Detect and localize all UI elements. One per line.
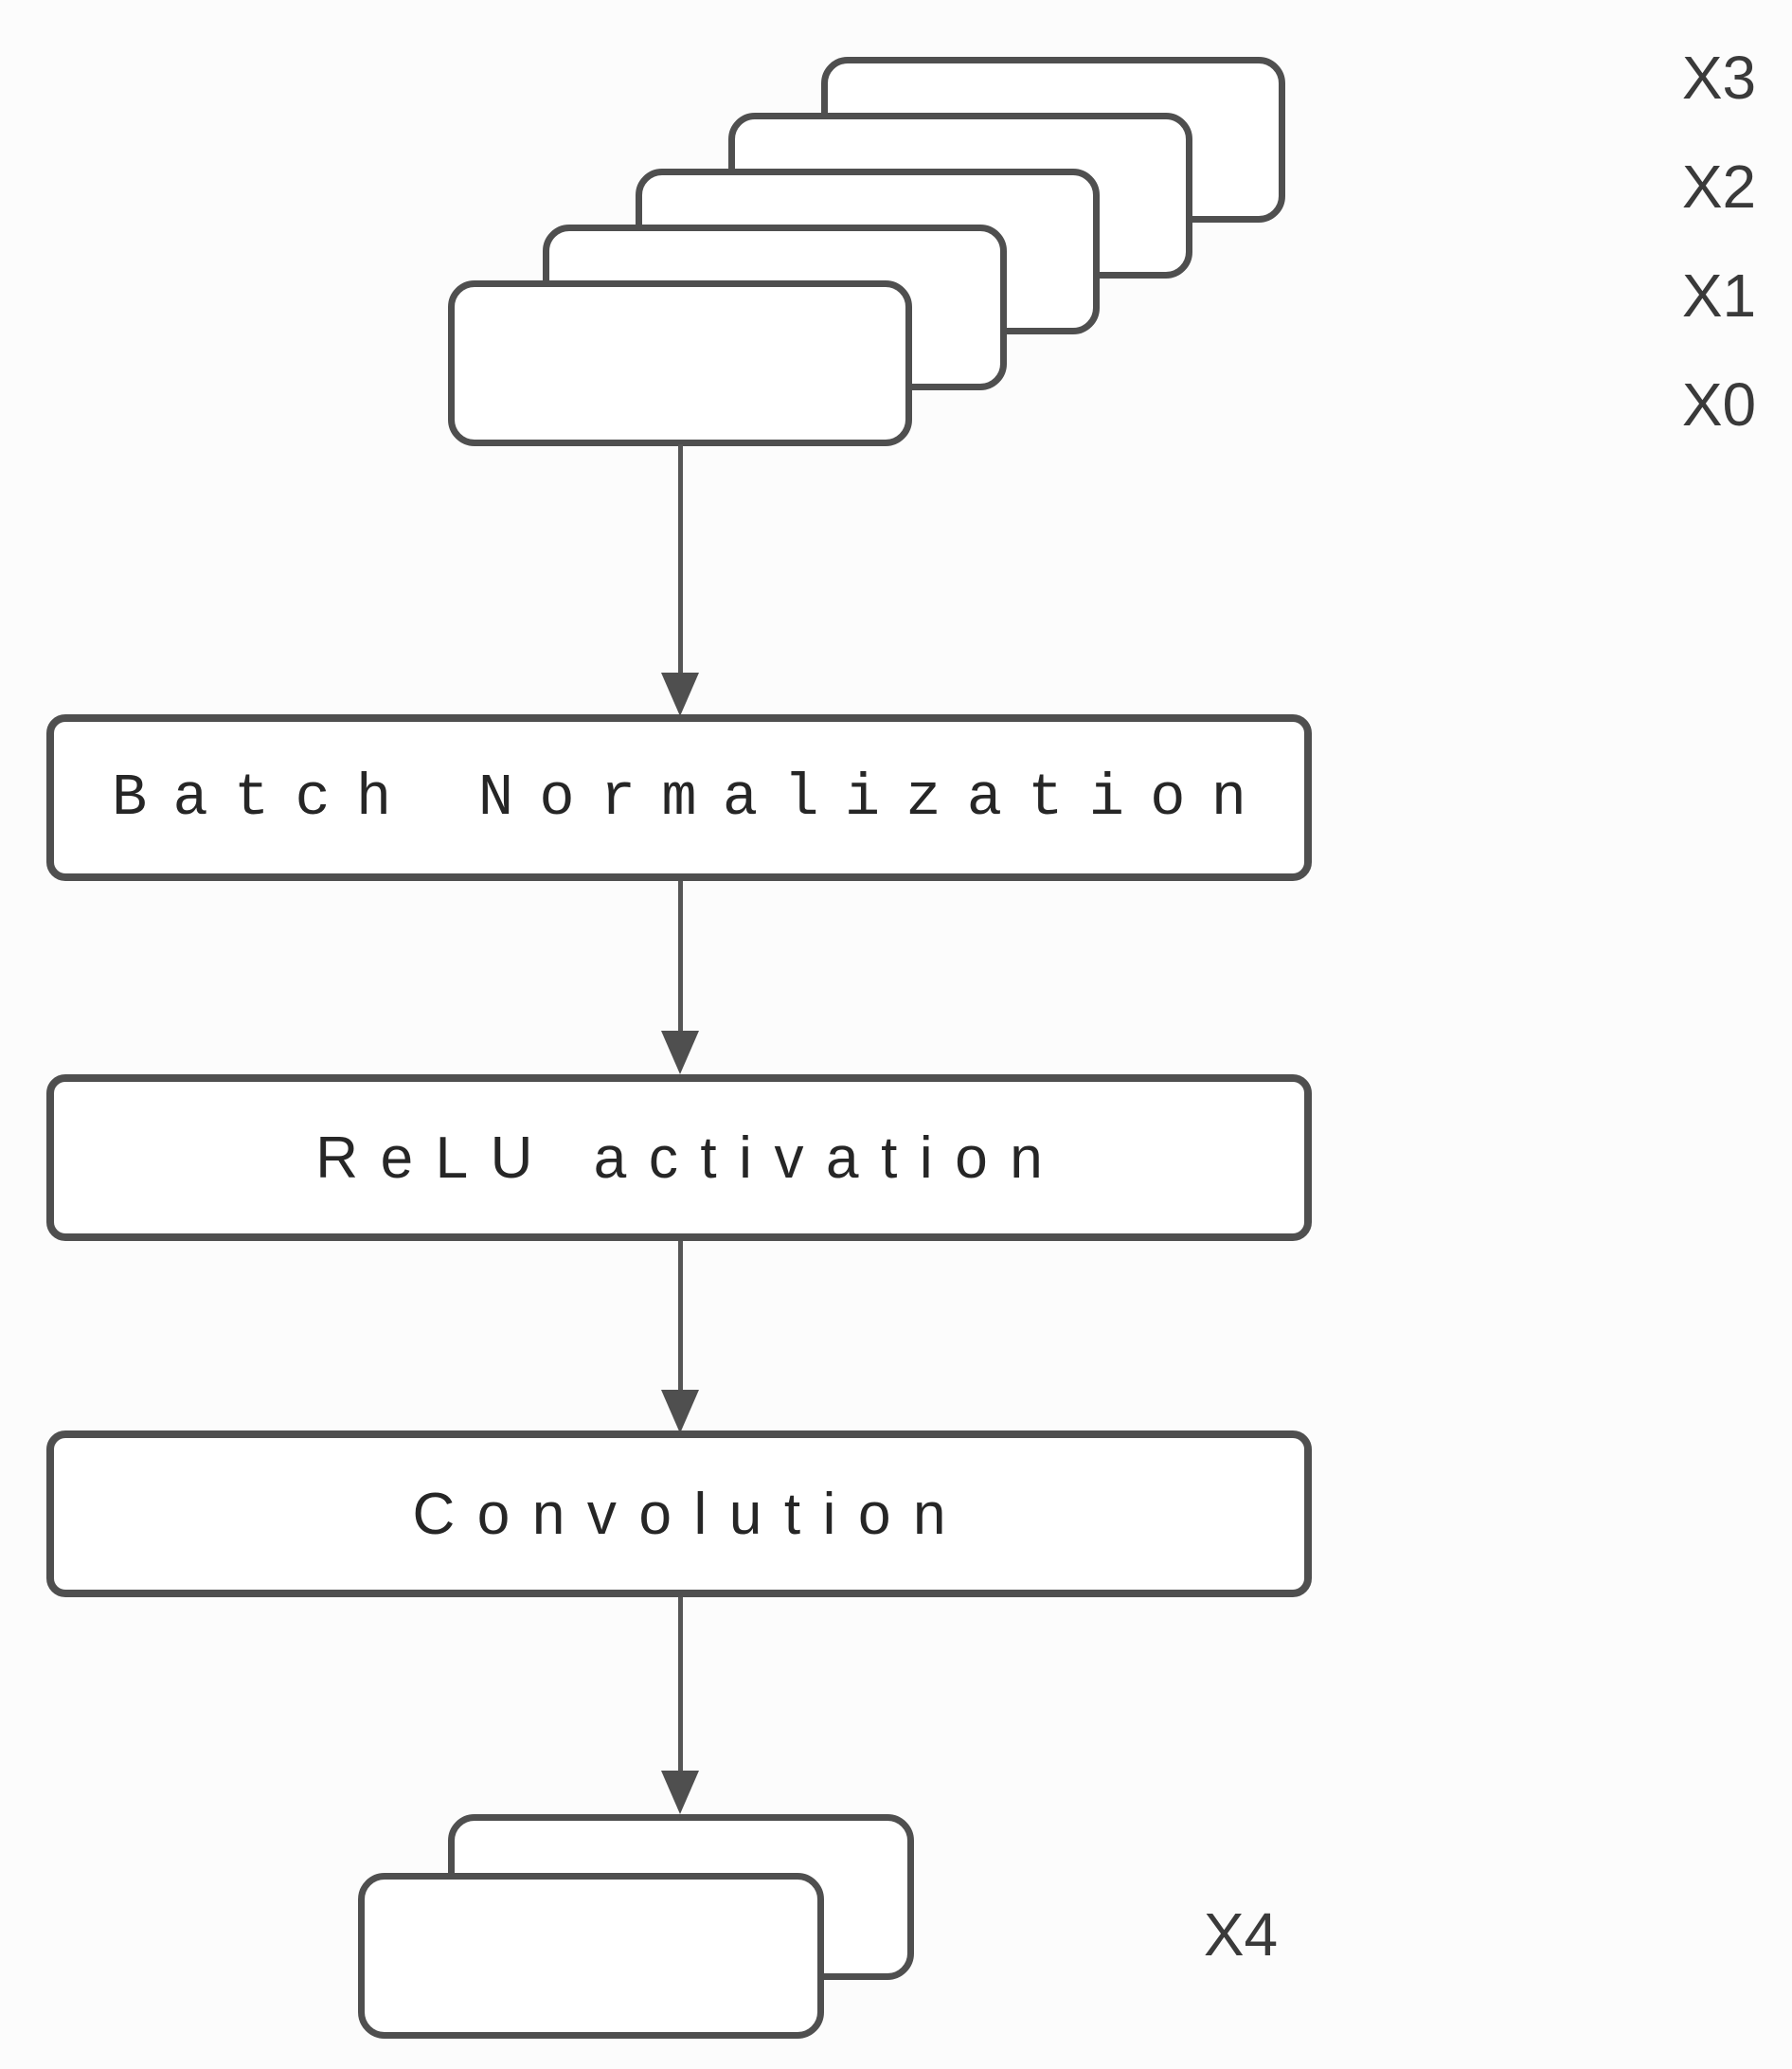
- arrow-1-arrowhead-icon: [661, 673, 699, 716]
- arrow-3-line: [678, 1241, 683, 1392]
- arrow-2-arrowhead-icon: [661, 1031, 699, 1074]
- label-x1: X1: [1681, 261, 1757, 330]
- convolution-label: Convolution: [412, 1481, 969, 1547]
- batch-normalization-block: Batch Normalization: [46, 714, 1312, 881]
- relu-activation-label: ReLU activation: [315, 1124, 1066, 1191]
- label-x3: X3: [1681, 44, 1757, 112]
- arrow-4-arrowhead-icon: [661, 1771, 699, 1814]
- relu-activation-block: ReLU activation: [46, 1074, 1312, 1241]
- batch-normalization-label: Batch Normalization: [112, 764, 1273, 832]
- label-x2: X2: [1681, 153, 1757, 221]
- output-layer-rect-1: [358, 1873, 824, 2039]
- label-x0: X0: [1681, 370, 1757, 439]
- arrow-3-arrowhead-icon: [661, 1390, 699, 1433]
- arrow-1-line: [678, 444, 683, 677]
- arrow-2-line: [678, 881, 683, 1033]
- convolution-block: Convolution: [46, 1430, 1312, 1597]
- label-x4: X4: [1203, 1900, 1279, 1969]
- arrow-4-line: [678, 1597, 683, 1772]
- input-layer-rect-1: [448, 280, 912, 446]
